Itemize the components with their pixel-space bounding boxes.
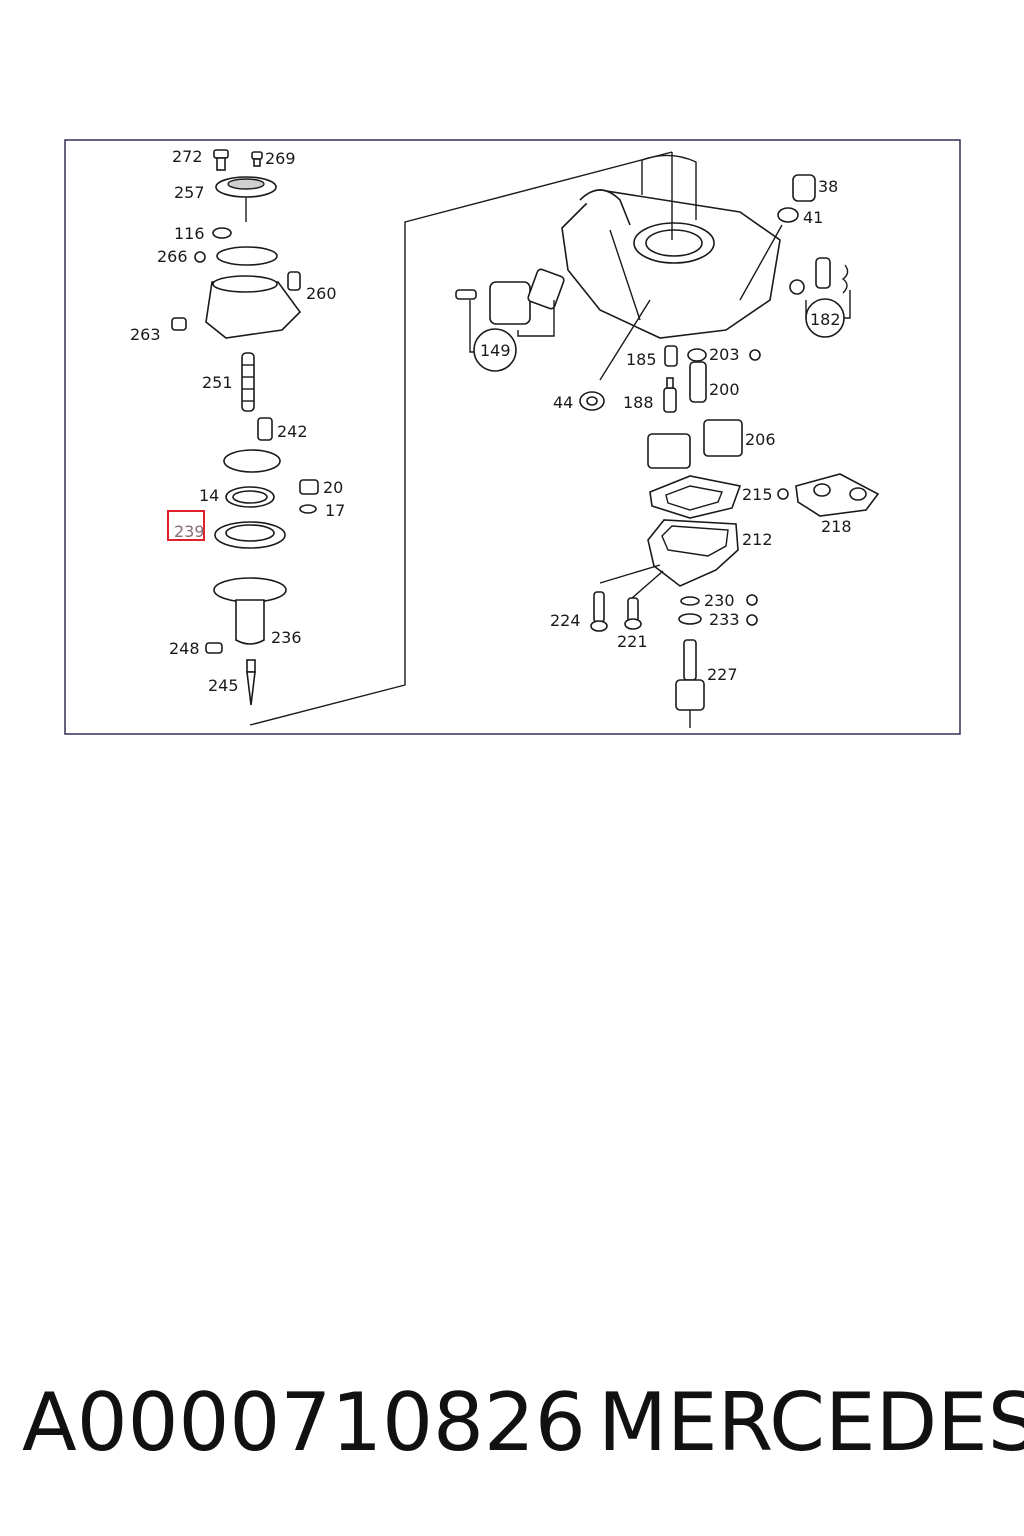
callout-215: 215 — [742, 485, 773, 504]
callout-149: 149 — [480, 341, 511, 360]
part-221 — [624, 597, 642, 630]
part-260 — [287, 271, 301, 291]
callout-224: 224 — [550, 611, 581, 630]
part-116 — [212, 227, 232, 239]
part-203 — [687, 348, 707, 362]
callout-239-highlighted: 239 — [174, 522, 205, 541]
exploded-parts-diagram: 272 269 257 116 266 260 263 251 242 14 2… — [64, 139, 961, 735]
callout-17: 17 — [325, 501, 345, 520]
part-number: A0000710826 — [22, 1376, 586, 1469]
callout-230: 230 — [704, 591, 735, 610]
part-227 — [675, 639, 705, 728]
callout-221: 221 — [617, 632, 648, 651]
vacuum-cover — [205, 275, 302, 339]
callout-266: 266 — [157, 247, 188, 266]
part-272 — [213, 149, 229, 171]
callout-20: 20 — [323, 478, 343, 497]
callout-38: 38 — [818, 177, 838, 196]
part-20 — [299, 479, 319, 495]
part-248 — [205, 642, 223, 654]
callout-41: 41 — [803, 208, 823, 227]
callout-269: 269 — [265, 149, 296, 168]
part-233 — [678, 613, 702, 625]
callout-260: 260 — [306, 284, 337, 303]
callout-212: 212 — [742, 530, 773, 549]
part-14 — [225, 486, 275, 508]
callout-14: 14 — [199, 486, 219, 505]
carburetor-body — [561, 152, 781, 381]
callout-257: 257 — [174, 183, 205, 202]
callout-188: 188 — [623, 393, 654, 412]
part-239 — [214, 521, 286, 549]
diagram-frame — [64, 139, 961, 735]
part-245 — [246, 659, 256, 706]
assembly-plane-outline — [249, 151, 673, 726]
callout-227: 227 — [707, 665, 738, 684]
part-266 — [216, 246, 278, 266]
callout-116: 116 — [174, 224, 205, 243]
part-41 — [739, 207, 799, 301]
callout-272: 272 — [172, 147, 203, 166]
part-206 — [647, 419, 743, 469]
part-224 — [590, 591, 608, 632]
part-230 — [680, 596, 700, 606]
part-44 — [579, 391, 605, 411]
part-218-gasket — [795, 473, 880, 517]
part-269 — [251, 151, 263, 167]
callout-245: 245 — [208, 676, 239, 695]
part-215-gasket — [649, 475, 742, 519]
callout-44: 44 — [553, 393, 573, 412]
highlight-box — [167, 510, 205, 541]
part-17 — [299, 504, 317, 514]
part-200 — [689, 361, 707, 403]
callout-185: 185 — [626, 350, 657, 369]
part-236 — [213, 577, 287, 645]
part-188 — [663, 377, 677, 413]
brand-name: MERCEDES — [598, 1376, 1024, 1469]
callout-251: 251 — [202, 373, 233, 392]
callout-248: 248 — [169, 639, 200, 658]
part-38 — [792, 174, 816, 202]
callout-200: 200 — [709, 380, 740, 399]
callout-182: 182 — [810, 310, 841, 329]
part-212-float-bowl — [599, 519, 739, 599]
callout-206: 206 — [745, 430, 776, 449]
part-263 — [171, 317, 187, 331]
callout-263: 263 — [130, 325, 161, 344]
part-242 — [257, 417, 273, 441]
callout-233: 233 — [709, 610, 740, 629]
diaphragm-plate — [223, 449, 281, 473]
callout-218: 218 — [821, 517, 852, 536]
washer-symbols — [194, 251, 789, 626]
part-149-assembly — [455, 268, 565, 372]
callout-203: 203 — [709, 345, 740, 364]
part-257 — [215, 176, 277, 222]
callout-242: 242 — [277, 422, 308, 441]
part-185 — [664, 345, 678, 367]
part-182-assembly — [789, 257, 851, 338]
part-251 — [241, 352, 255, 412]
callout-236: 236 — [271, 628, 302, 647]
